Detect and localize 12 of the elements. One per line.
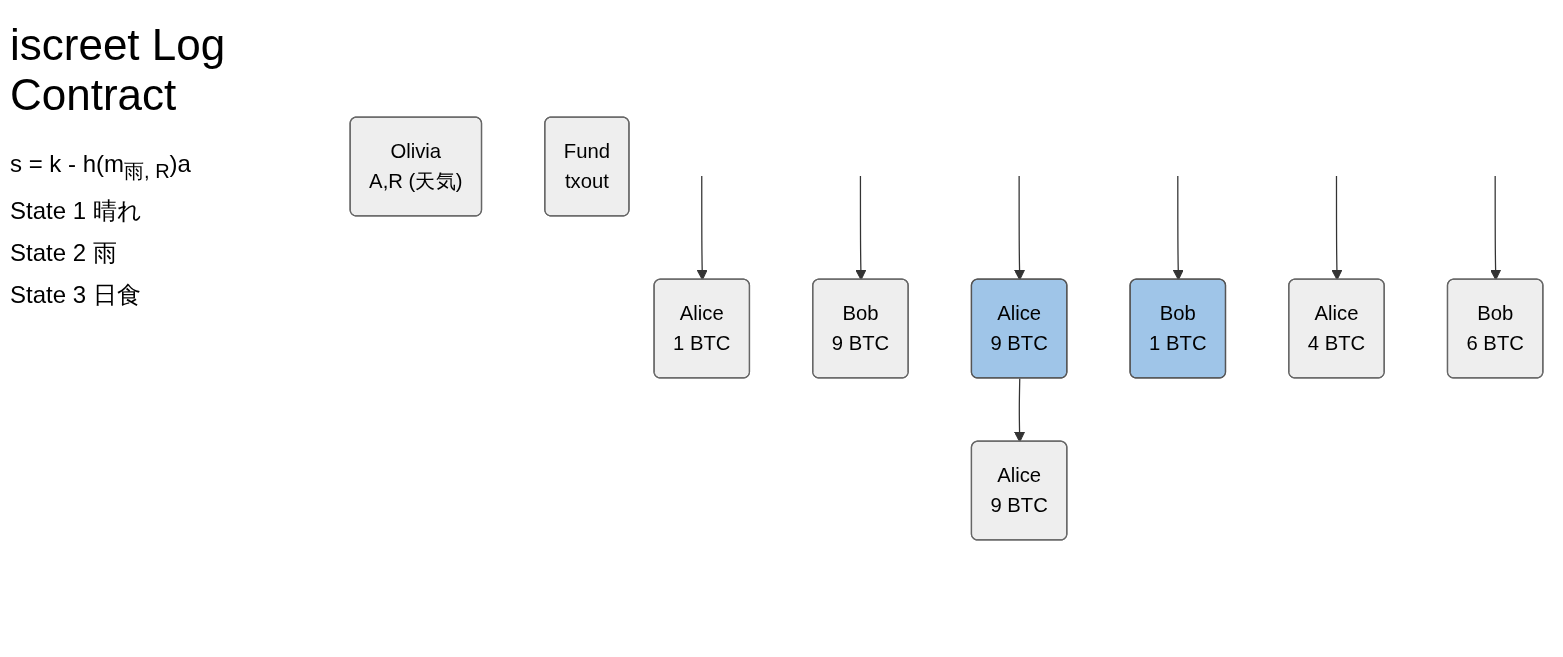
note-label: State 1 晴れ xyxy=(10,195,143,226)
arrow xyxy=(696,175,708,281)
note-label: State 2 雨 xyxy=(10,237,118,268)
arrow xyxy=(855,175,867,281)
note-label: State 3 日食 xyxy=(10,279,142,310)
arrow xyxy=(1172,175,1184,281)
arrow xyxy=(1014,377,1026,443)
arrow xyxy=(1014,175,1026,281)
title: iscreet Log Contract xyxy=(10,20,227,120)
note-label: s = k - h(m$_{雨, R}$)a xyxy=(10,150,192,184)
arrow xyxy=(1331,175,1343,281)
arrow xyxy=(1490,175,1502,281)
